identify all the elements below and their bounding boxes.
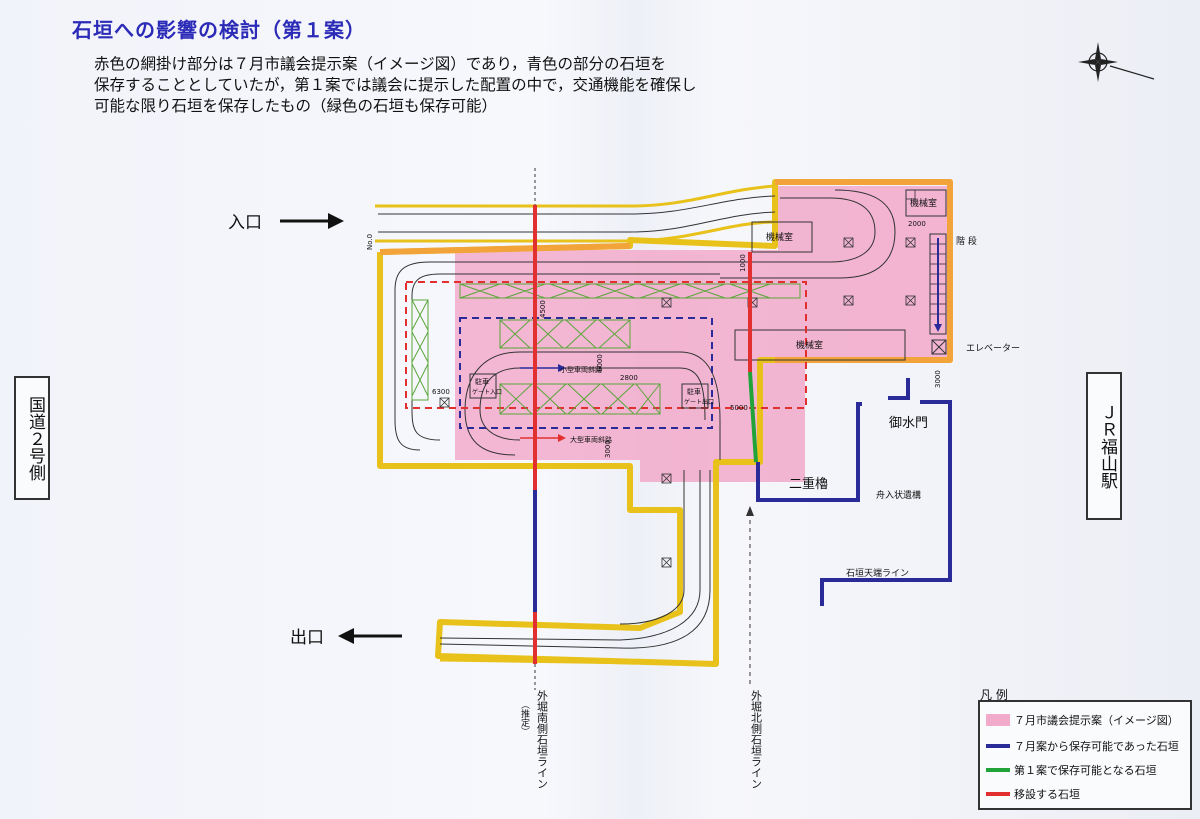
machine-room-box-2	[751, 221, 813, 253]
nijuyagura-label: 二重櫓	[789, 476, 828, 492]
elevator-label: エレベーター	[966, 343, 1020, 354]
dim-2000: 2000	[908, 220, 926, 228]
south-line-label: 外堀南側石垣ライン	[536, 690, 549, 789]
description-line-1: 赤色の網掛け部分は７月市議会提示案（イメージ図）であり，青色の部分の石垣を	[94, 55, 666, 73]
machine-room-box-3	[734, 329, 906, 361]
direction-arrow-icon	[520, 364, 566, 442]
red-dashed-outline	[405, 281, 807, 409]
kokudo-side-box: 国道２号側	[14, 376, 50, 500]
elevator-icon	[931, 339, 947, 355]
legend-label-3: 第１案で保存可能となる石垣	[1014, 764, 1157, 777]
dim-3000: 3000	[934, 370, 942, 388]
parking-label-1: 駐車	[475, 377, 489, 386]
legend-item-pink: ７月市議会提示案（イメージ図）	[986, 712, 1179, 728]
dim-3000-b: 3000	[604, 440, 612, 458]
green-line-swatch-icon	[986, 768, 1010, 772]
stairs-icon	[929, 233, 947, 335]
july-proposal-area	[455, 186, 948, 482]
south-line-note: （推定）	[519, 700, 530, 736]
machine-room-label-2: 機械室	[766, 231, 793, 243]
machine-room-label-3: 機械室	[796, 339, 823, 351]
jr-station-box: ＪＲ福山駅	[1086, 372, 1122, 520]
gate-out-label: ゲート出口	[684, 398, 714, 406]
north-wall-line	[746, 252, 758, 688]
page-title: 石垣への影響の検討（第１案）	[72, 18, 366, 42]
column-markers	[439, 189, 916, 568]
no-label: No.0	[366, 234, 374, 250]
blue-line-swatch-icon	[986, 744, 1010, 748]
gosuimon-label: 御水門	[889, 416, 928, 431]
legend-item-blue: ７月案から保存可能であった石垣	[986, 738, 1179, 754]
jr-label: ＪＲ福山駅	[1097, 403, 1117, 489]
gate-in-box	[469, 373, 497, 399]
pink-swatch-icon	[986, 714, 1010, 726]
north-compass-icon	[1078, 42, 1155, 82]
funairi-label: 舟入状遺構	[876, 489, 921, 501]
parking-bays	[411, 283, 801, 415]
legend-label-2: ７月案から保存可能であった石垣	[1014, 740, 1179, 753]
parking-label-2: 駐車	[687, 387, 701, 396]
machine-room-label-1: 機械室	[910, 197, 937, 209]
legend-label-4: 移設する石垣	[1014, 788, 1080, 801]
legend-title: 凡 例	[980, 688, 1008, 702]
dim-2800: 2800	[620, 374, 638, 382]
legend-label-1: ７月市議会提示案（イメージ図）	[1014, 714, 1179, 727]
description-line-2: 保存することとしていたが，第１案では議会に提示した配置の中で，交通機能を確保し	[94, 76, 697, 94]
site-boundary	[375, 179, 953, 667]
exit-arrow-icon	[338, 628, 402, 644]
description: 赤色の網掛け部分は７月市議会提示案（イメージ図）であり，青色の部分の石垣を 保存…	[94, 54, 697, 117]
dim-1000: 1000	[739, 254, 747, 272]
gate-in-label: ゲート入口	[472, 388, 502, 396]
machine-room-box-1	[905, 189, 947, 217]
north-line-label: 外堀北側石垣ライン	[750, 690, 763, 789]
ogata-lane-label: 大型車両斜路	[570, 435, 612, 444]
stairs-label: 階 段	[956, 235, 977, 247]
kokudo-label: 国道２号側	[25, 395, 45, 481]
legend: ７月市議会提示案（イメージ図） ７月案から保存可能であった石垣 第１案で保存可能…	[978, 700, 1192, 810]
ramp-roads	[378, 189, 896, 649]
legend-item-red: 移設する石垣	[986, 786, 1080, 802]
red-line-swatch-icon	[986, 792, 1010, 796]
entrance-label: 入口	[228, 213, 262, 233]
legend-item-green: 第１案で保存可能となる石垣	[986, 762, 1157, 778]
exit-label: 出口	[290, 628, 324, 648]
dim-5000: 5000	[730, 404, 748, 412]
tenba-line-label: 石垣天端ライン	[846, 567, 909, 579]
dim-6000: 6000	[596, 354, 604, 372]
dim-4500: 4500	[539, 300, 547, 318]
description-line-3: 可能な限り石垣を保存したもの（緑色の石垣も保存可能）	[94, 97, 498, 115]
entrance-arrow-icon	[280, 213, 344, 229]
kogata-lane-label: 小型車両斜路	[560, 365, 602, 374]
preserved-walls-july	[756, 378, 952, 606]
dim-6300: 6300	[432, 388, 450, 396]
blue-dashed-outline	[459, 317, 713, 429]
gate-out-box	[681, 383, 709, 409]
